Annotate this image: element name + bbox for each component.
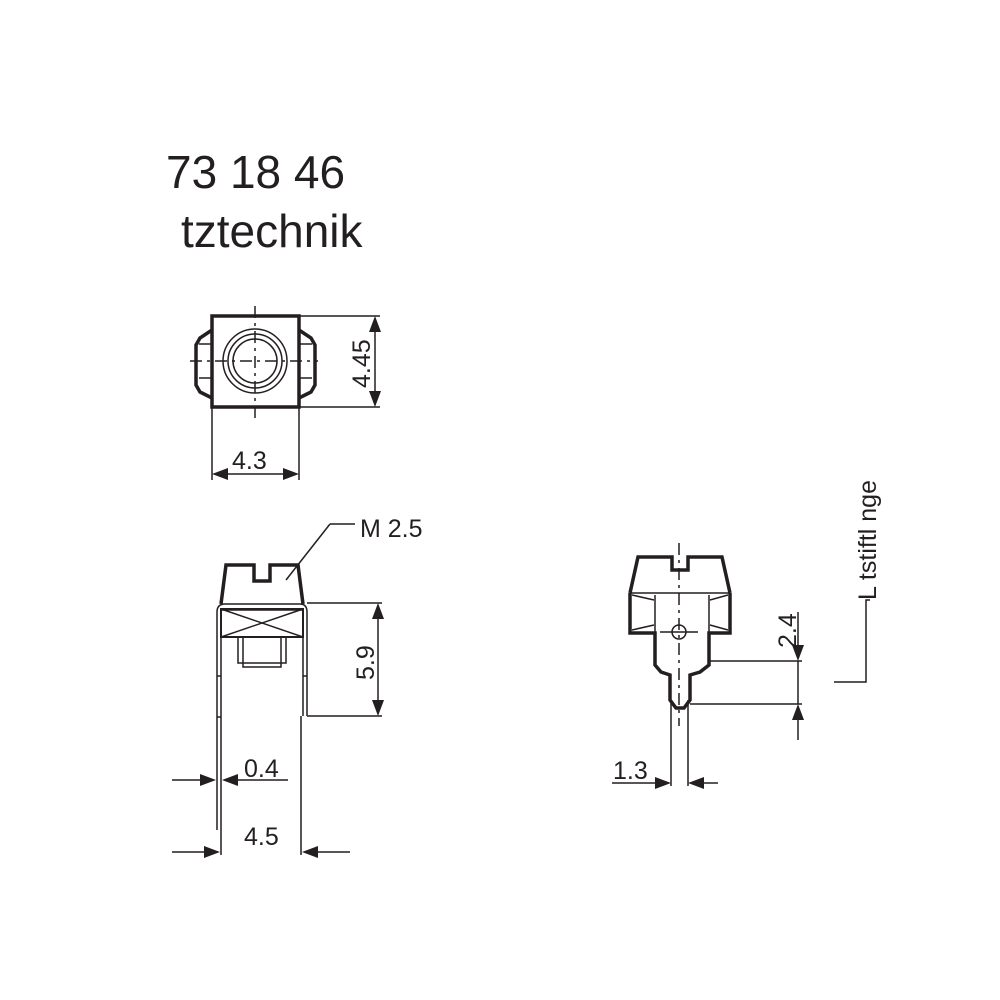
cage-inner	[220, 609, 304, 855]
dim-height-label: 4.45	[348, 339, 376, 388]
top-view: 4.45 4.3	[190, 306, 381, 480]
dim-pin-width-label: 1.3	[613, 757, 648, 785]
brand-name: tztechnik	[181, 205, 364, 257]
cage-outer	[216, 603, 308, 830]
side-view: 2.4 1.3 L tstiftl nge	[612, 480, 882, 789]
front-view: M 2.5 5.9 0.4 4.5	[172, 515, 423, 858]
screw-head	[219, 563, 305, 605]
dim-height-label: 5.9	[352, 645, 380, 680]
length-label: L tstiftl nge	[854, 480, 882, 600]
right-clip	[298, 328, 317, 400]
dim-wall-label: 0.4	[244, 755, 279, 783]
screw-head	[628, 555, 732, 594]
length-bracket	[834, 599, 870, 683]
dim-width-label: 4.3	[232, 447, 267, 475]
part-number: 73 18 46	[166, 146, 345, 198]
left-clip	[194, 328, 213, 400]
thread-leader-line	[285, 523, 331, 581]
thread-stub	[237, 636, 287, 664]
thread-label: M 2.5	[360, 515, 423, 543]
pin-body-outline	[628, 593, 732, 710]
dim-pin-length-label: 2.4	[774, 613, 802, 648]
dim-width-label: 4.5	[244, 823, 279, 851]
